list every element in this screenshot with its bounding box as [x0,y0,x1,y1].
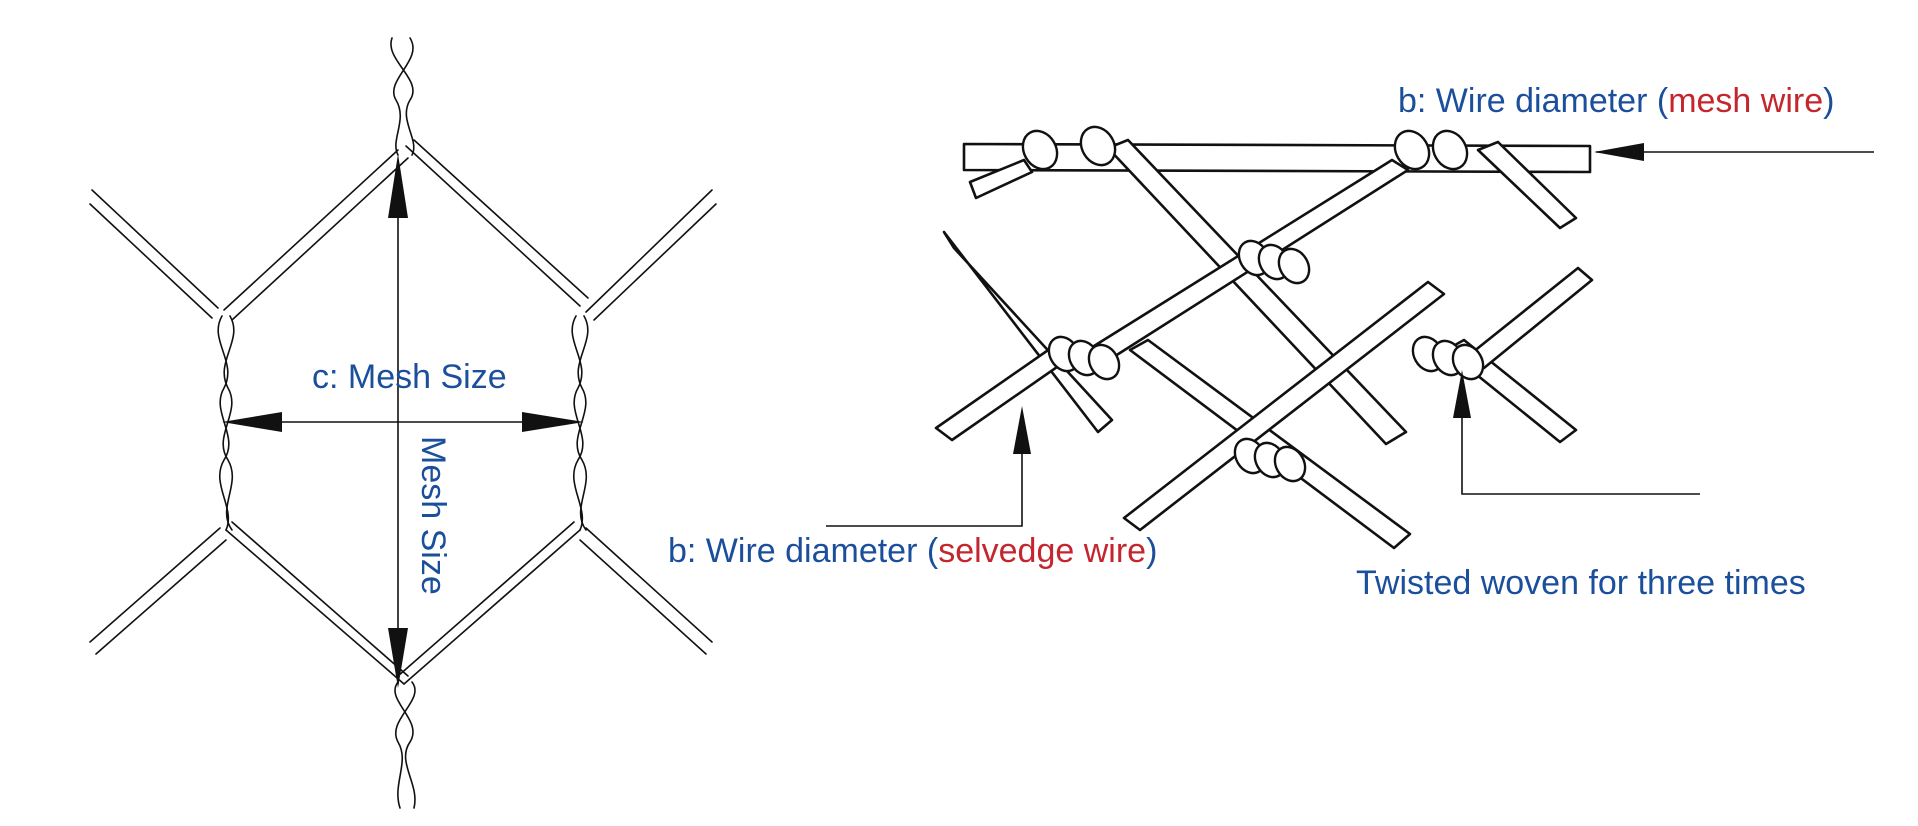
mesh-wire-leader [1594,143,1874,161]
lower-right-wire [397,521,713,685]
selvedge-wire-diameter-label: b: Wire diameter (selvedge wire) [668,532,1157,570]
selvedge-left-stub [968,158,1034,200]
twist-top-left [1021,125,1117,171]
mesh-wire-diameter-label: b: Wire diameter (mesh wire) [1398,82,1834,120]
wire-strip-dr-2 [942,230,1114,434]
lower-left-wire [89,521,409,685]
woven-wire-mesh [934,125,1594,550]
left-twist [217,315,235,531]
selvedge-wire-leader [826,406,1031,527]
wire-strip-dr-4 [1476,140,1578,230]
vertical-mesh-size-label: Mesh Size [414,436,452,595]
twist-right [1411,335,1485,381]
upper-left-wire [89,149,409,321]
wire-strip-ur-4 [1466,266,1594,370]
twisted-woven-label: Twisted woven for three times [1356,564,1806,602]
twist-top-right [1393,129,1469,171]
twist-bottom [1233,437,1307,483]
wire-strip-ur-1 [934,344,1072,442]
horizontal-dimension [222,412,584,432]
bottom-twist [394,681,416,809]
right-twist [571,315,589,531]
vertical-dimension [388,154,408,688]
twist-center [1237,239,1311,285]
top-twist [390,37,415,156]
wire-strip-ur-3 [1122,280,1446,532]
hexagonal-mesh-cell [89,37,717,809]
horizontal-mesh-size-label: c: Mesh Size [312,358,507,396]
upper-right-wire [405,139,717,321]
twist-left [1047,335,1121,381]
twist-leader [1453,370,1700,495]
